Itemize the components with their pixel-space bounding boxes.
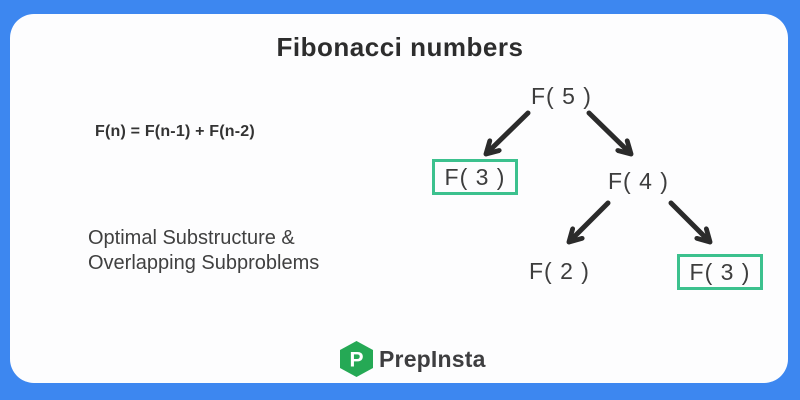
content-card bbox=[10, 14, 788, 383]
logo-letter: P bbox=[349, 349, 363, 372]
tree-node-f3-left: F( 3 ) bbox=[444, 163, 506, 190]
page-title: Fibonacci numbers bbox=[276, 32, 524, 62]
concept-note-line2: Overlapping Subproblems bbox=[88, 252, 320, 274]
tree-node-f5: F( 5 ) bbox=[531, 83, 592, 109]
prepinsta-hexagon-icon: P bbox=[340, 341, 373, 377]
concept-note-line1: Optimal Substructure & bbox=[88, 227, 295, 249]
concept-note: Optimal Substructure & Overlapping Subpr… bbox=[88, 226, 319, 276]
brand-name: PrepInsta bbox=[379, 345, 486, 372]
tree-node-f3-highlight-box: F( 3 ) bbox=[432, 159, 518, 195]
recurrence-formula: F(n) = F(n-1) + F(n-2) bbox=[95, 123, 255, 140]
tree-node-f2: F( 2 ) bbox=[529, 258, 590, 284]
tree-node-f3-right: F( 3 ) bbox=[689, 258, 751, 285]
tree-node-f4: F( 4 ) bbox=[608, 168, 669, 194]
tree-node-f3-highlight-box-2: F( 3 ) bbox=[677, 254, 763, 290]
brand-logo: P PrepInsta bbox=[340, 341, 486, 377]
